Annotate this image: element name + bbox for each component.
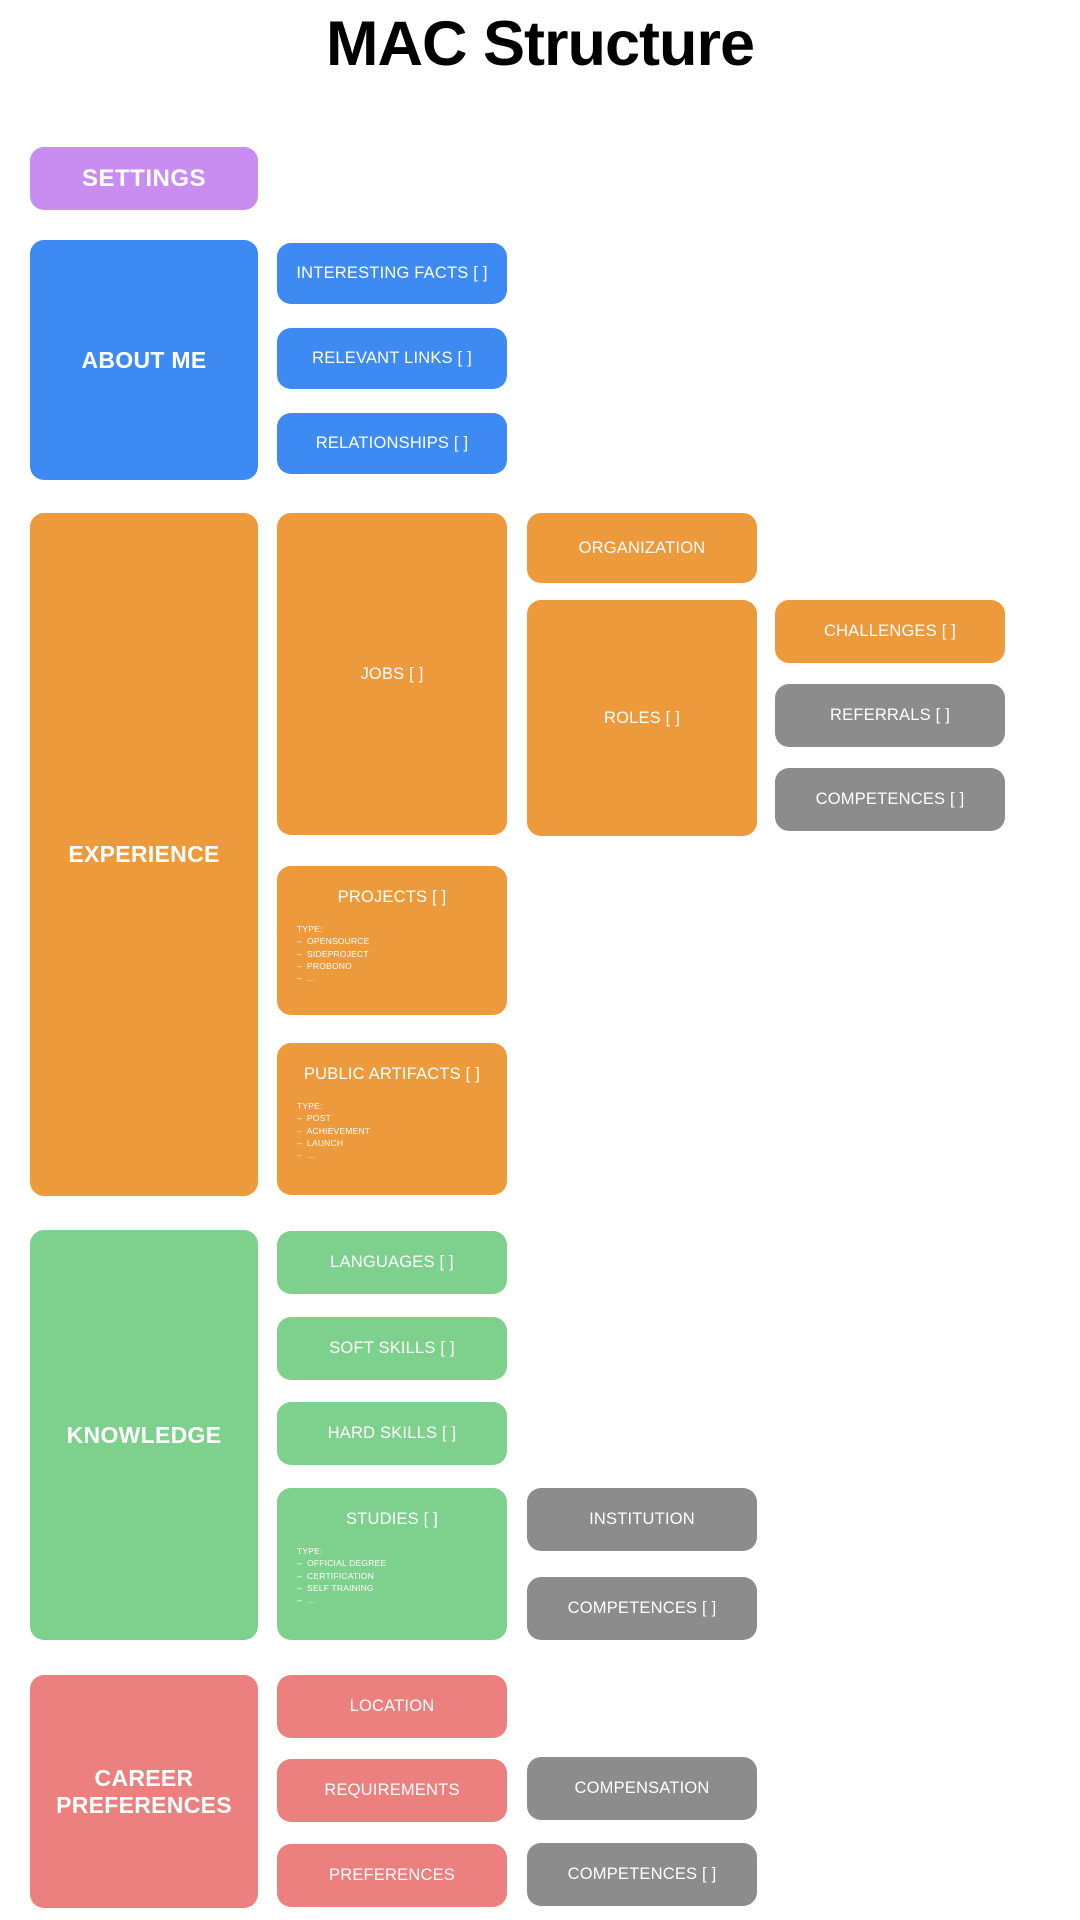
node-challenges[interactable]: CHALLENGES [ ] bbox=[775, 600, 1005, 663]
node-referrals-label: REFERRALS [ ] bbox=[830, 706, 950, 725]
node-requirements-label: REQUIREMENTS bbox=[324, 1781, 460, 1800]
node-organization[interactable]: ORGANIZATION bbox=[527, 513, 757, 583]
node-jobs[interactable]: JOBS [ ] bbox=[277, 513, 507, 835]
type-item: – SELF TRAINING bbox=[297, 1582, 374, 1593]
type-item: – ... bbox=[297, 1595, 315, 1606]
node-career-preferences[interactable]: CAREER PREFERENCES bbox=[30, 1675, 258, 1908]
type-item: – ... bbox=[297, 1150, 315, 1161]
node-languages[interactable]: LANGUAGES [ ] bbox=[277, 1231, 507, 1294]
node-career-preferences-label: CAREER PREFERENCES bbox=[56, 1765, 232, 1818]
type-heading: TYPE: bbox=[297, 1100, 323, 1111]
type-heading: TYPE: bbox=[297, 1545, 323, 1556]
node-projects-label: PROJECTS [ ] bbox=[337, 888, 447, 906]
node-hard-skills-label: HARD SKILLS [ ] bbox=[327, 1424, 457, 1443]
type-item: – OPENSOURCE bbox=[297, 936, 370, 947]
node-interesting-facts-label: INTERESTING FACTS [ ] bbox=[296, 264, 488, 283]
node-about-me[interactable]: ABOUT ME bbox=[30, 240, 258, 480]
node-settings-label: SETTINGS bbox=[81, 164, 206, 192]
node-hard-skills[interactable]: HARD SKILLS [ ] bbox=[277, 1402, 507, 1465]
node-languages-label: LANGUAGES [ ] bbox=[330, 1253, 454, 1272]
node-location-label: LOCATION bbox=[349, 1697, 435, 1716]
node-career-competences-label: COMPETENCES [ ] bbox=[567, 1865, 717, 1884]
node-preferences-label: PREFERENCES bbox=[329, 1866, 455, 1885]
type-item: – CERTIFICATION bbox=[297, 1570, 375, 1581]
node-organization-label: ORGANIZATION bbox=[578, 538, 706, 557]
node-experience-competences[interactable]: COMPETENCES [ ] bbox=[775, 768, 1005, 831]
node-preferences[interactable]: PREFERENCES bbox=[277, 1844, 507, 1907]
type-item: – SIDEPROJECT bbox=[297, 948, 369, 959]
node-public-artifacts-type-list: TYPE: – POST – ACHIEVEMENT – LAUNCH – ..… bbox=[283, 1100, 501, 1162]
node-knowledge-label: KNOWLEDGE bbox=[66, 1421, 222, 1448]
node-public-artifacts-label: PUBLIC ARTIFACTS [ ] bbox=[303, 1065, 481, 1083]
node-jobs-label: JOBS [ ] bbox=[360, 664, 424, 683]
node-projects-type-list: TYPE: – OPENSOURCE – SIDEPROJECT – PROBO… bbox=[283, 923, 501, 985]
page-title: MAC Structure bbox=[325, 9, 755, 79]
node-soft-skills-label: SOFT SKILLS [ ] bbox=[329, 1339, 455, 1358]
node-knowledge-competences-label: COMPETENCES [ ] bbox=[567, 1599, 717, 1618]
type-item: – ... bbox=[297, 973, 315, 984]
type-heading: TYPE: bbox=[297, 923, 323, 934]
node-relationships[interactable]: RELATIONSHIPS [ ] bbox=[277, 413, 507, 474]
node-compensation[interactable]: COMPENSATION bbox=[527, 1757, 757, 1820]
node-roles-label: ROLES [ ] bbox=[603, 708, 681, 727]
type-item: – POST bbox=[297, 1113, 331, 1124]
node-studies[interactable]: STUDIES [ ] TYPE: – OFFICIAL DEGREE – CE… bbox=[277, 1488, 507, 1640]
type-item: – ACHIEVEMENT bbox=[297, 1125, 371, 1136]
node-relationships-label: RELATIONSHIPS [ ] bbox=[315, 434, 469, 453]
node-studies-label: STUDIES [ ] bbox=[345, 1510, 439, 1528]
node-experience-label: EXPERIENCE bbox=[68, 841, 220, 868]
node-institution[interactable]: INSTITUTION bbox=[527, 1488, 757, 1551]
node-about-me-label: ABOUT ME bbox=[81, 346, 207, 373]
node-knowledge[interactable]: KNOWLEDGE bbox=[30, 1230, 258, 1640]
type-item: – LAUNCH bbox=[297, 1137, 344, 1148]
node-soft-skills[interactable]: SOFT SKILLS [ ] bbox=[277, 1317, 507, 1380]
node-career-competences[interactable]: COMPETENCES [ ] bbox=[527, 1843, 757, 1906]
node-referrals[interactable]: REFERRALS [ ] bbox=[775, 684, 1005, 747]
node-roles[interactable]: ROLES [ ] bbox=[527, 600, 757, 836]
node-institution-label: INSTITUTION bbox=[589, 1510, 695, 1529]
node-knowledge-competences[interactable]: COMPETENCES [ ] bbox=[527, 1577, 757, 1640]
node-public-artifacts[interactable]: PUBLIC ARTIFACTS [ ] TYPE: – POST – ACHI… bbox=[277, 1043, 507, 1195]
node-interesting-facts[interactable]: INTERESTING FACTS [ ] bbox=[277, 243, 507, 304]
type-item: – OFFICIAL DEGREE bbox=[297, 1558, 387, 1569]
node-experience[interactable]: EXPERIENCE bbox=[30, 513, 258, 1196]
node-projects[interactable]: PROJECTS [ ] TYPE: – OPENSOURCE – SIDEPR… bbox=[277, 866, 507, 1015]
node-settings[interactable]: SETTINGS bbox=[30, 147, 258, 210]
node-relevant-links[interactable]: RELEVANT LINKS [ ] bbox=[277, 328, 507, 389]
node-location[interactable]: LOCATION bbox=[277, 1675, 507, 1738]
node-relevant-links-label: RELEVANT LINKS [ ] bbox=[312, 349, 472, 368]
node-challenges-label: CHALLENGES [ ] bbox=[823, 622, 957, 641]
node-studies-type-list: TYPE: – OFFICIAL DEGREE – CERTIFICATION … bbox=[283, 1545, 501, 1607]
node-compensation-label: COMPENSATION bbox=[574, 1779, 710, 1798]
type-item: – PROBONO bbox=[297, 960, 352, 971]
node-experience-competences-label: COMPETENCES [ ] bbox=[815, 790, 965, 809]
node-requirements[interactable]: REQUIREMENTS bbox=[277, 1759, 507, 1822]
